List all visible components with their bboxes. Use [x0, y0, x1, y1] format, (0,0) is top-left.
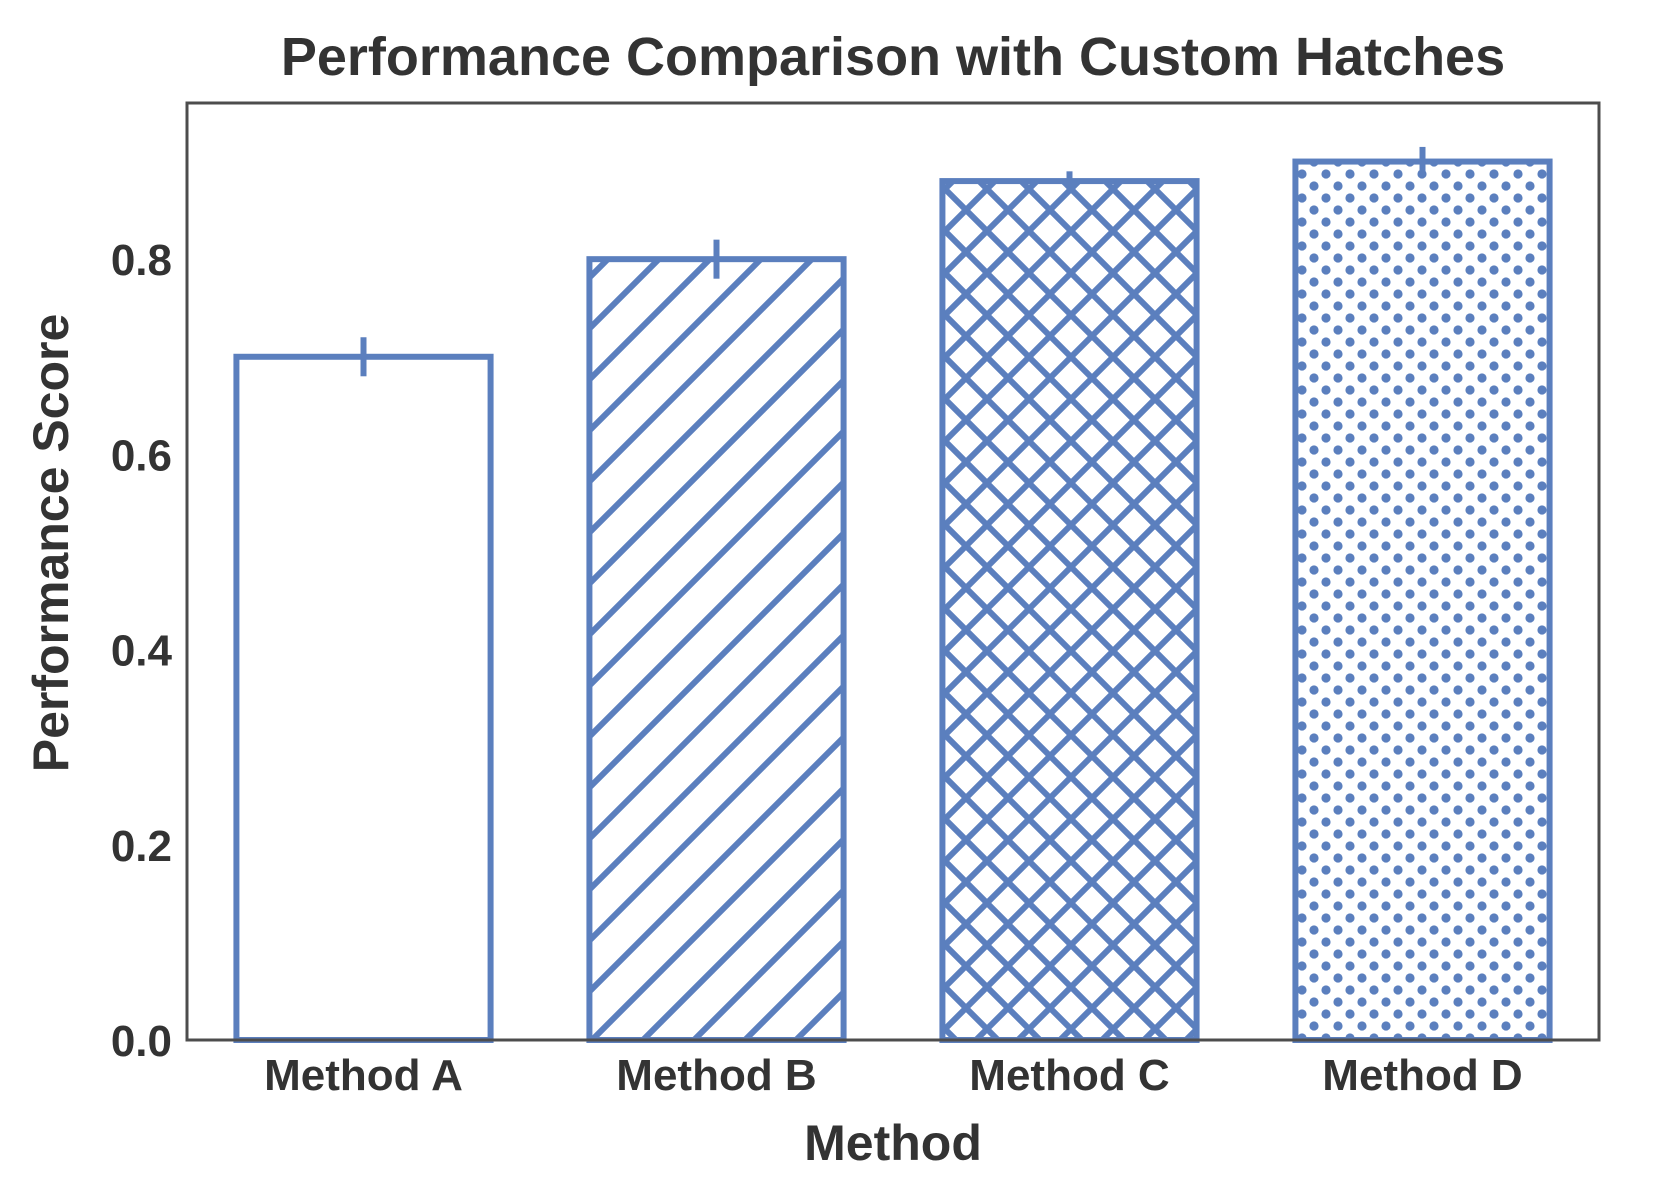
- bar-method-b-hatch: [589, 259, 844, 1041]
- x-tick-label: Method B: [616, 1051, 816, 1100]
- x-axis-label: Method: [804, 1115, 982, 1171]
- tick-labels-layer: Method A Method B Method C Method D 0.0 0.2 0.…: [111, 236, 1523, 1100]
- chart-title: Performance Comparison with Custom Hatch…: [281, 27, 1505, 87]
- plot-area-frame: [185, 101, 1601, 1042]
- y-tick-label: 0.4: [111, 627, 173, 676]
- x-tick-label: Method C: [969, 1051, 1169, 1100]
- bars-layer: [233, 158, 1553, 1044]
- y-tick-label: 0.2: [111, 822, 172, 871]
- y-tick-label: 0.6: [111, 431, 172, 480]
- x-tick-label: Method A: [264, 1051, 463, 1100]
- error-bars-layer: [360, 146, 1426, 377]
- bar-method-c-hatch: [942, 181, 1197, 1041]
- y-tick-label: 0.8: [111, 236, 172, 285]
- bar-method-d-hatch: [1295, 161, 1550, 1040]
- bar-method-a-fill: [236, 356, 491, 1040]
- x-tick-label: Method D: [1322, 1051, 1522, 1100]
- y-tick-label: 0.0: [111, 1017, 172, 1066]
- y-axis-label: Performance Score: [23, 314, 79, 773]
